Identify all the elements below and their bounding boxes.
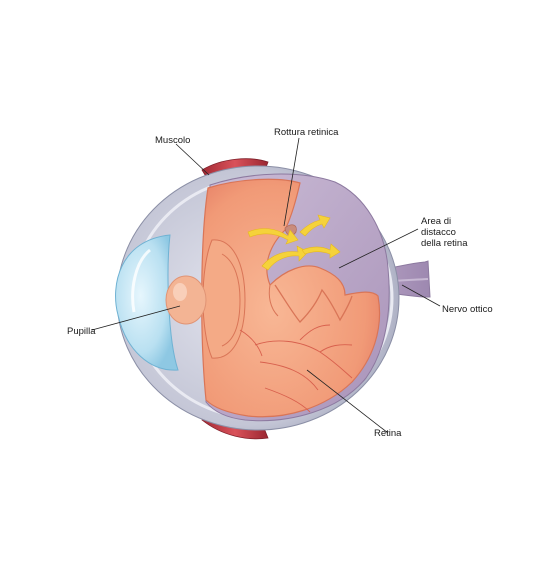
retina-fold: [274, 284, 353, 323]
fluid-arrows: [247, 214, 341, 271]
retina: [201, 178, 381, 418]
label-pupil: Pupilla: [67, 326, 96, 337]
label-retinal-tear: Rottura retinica: [274, 127, 339, 138]
label-retina: Retina: [374, 428, 402, 439]
label-muscle: Muscolo: [155, 135, 191, 146]
pupil-highlight: [173, 283, 187, 301]
label-optic-nerve: Nervo ottico: [442, 304, 493, 315]
label-detachment-line1: Area di: [421, 216, 452, 227]
pupil: [165, 275, 207, 325]
label-detachment-line3: della retina: [421, 238, 468, 249]
retinal-tear: [284, 224, 297, 236]
leader-lines: [91, 137, 441, 434]
iris-inner: [221, 253, 241, 347]
label-detachment-line2: distacco: [421, 227, 456, 238]
blood-vessels: [239, 324, 353, 413]
cornea-highlight: [131, 248, 152, 313]
retina-fold: [268, 284, 279, 317]
